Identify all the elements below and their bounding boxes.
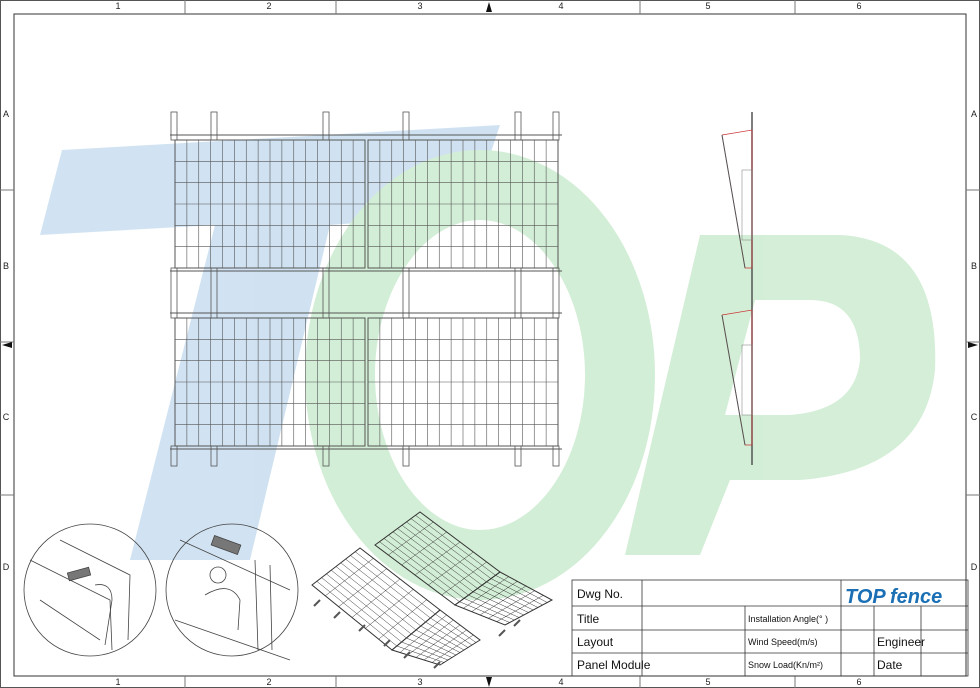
column-marker: 6	[856, 1, 861, 11]
center-mark-left-icon	[2, 342, 12, 348]
column-marker: 3	[417, 1, 422, 11]
wind-speed-label: Wind Speed(m/s)	[748, 637, 818, 647]
mounting-post	[170, 111, 178, 141]
mounting-post	[514, 445, 522, 467]
iso-panel	[374, 511, 501, 606]
column-marker: 2	[266, 677, 271, 687]
mounting-post	[552, 111, 560, 141]
layout-label: Layout	[577, 635, 614, 649]
center-mark-bottom-icon	[486, 677, 492, 687]
mounting-post	[322, 111, 330, 141]
mounting-post	[514, 111, 522, 141]
mounting-post	[322, 267, 330, 319]
row-marker: A	[3, 109, 9, 119]
topfence-logo: TOP fence	[845, 586, 942, 608]
row-marker: C	[971, 412, 978, 422]
watermark-logo	[40, 125, 936, 600]
engineer-label: Engineer	[877, 635, 925, 649]
row-marker: B	[3, 261, 9, 271]
front-view-array	[170, 111, 562, 467]
column-marker: 6	[856, 677, 861, 687]
detail-view-clamp-2	[165, 523, 299, 661]
column-marker: 5	[705, 1, 710, 11]
mounting-post	[402, 267, 410, 319]
panel-module-label: Panel Module	[577, 658, 651, 672]
iso-post	[403, 651, 411, 659]
iso-panel	[390, 609, 481, 666]
iso-panel	[311, 547, 441, 651]
date-label: Date	[877, 658, 903, 672]
iso-post	[513, 619, 521, 627]
mounting-post	[210, 111, 218, 141]
mounting-post	[170, 445, 178, 467]
mounting-post	[402, 445, 410, 467]
mounting-post	[552, 267, 560, 319]
row-marker: D	[3, 562, 10, 572]
side-view	[721, 112, 753, 465]
column-marker: 4	[558, 1, 563, 11]
iso-post	[433, 661, 441, 669]
installation-angle-label: Installation Angle(° )	[748, 614, 828, 624]
title-block	[571, 579, 969, 677]
iso-post	[313, 599, 321, 607]
isometric-view	[311, 511, 554, 669]
solar-panel	[174, 317, 366, 447]
iso-post	[358, 624, 366, 632]
mounting-post	[210, 267, 218, 319]
inner-border	[13, 13, 967, 677]
svg-text:TOP: TOP	[845, 586, 886, 608]
row-marker: C	[3, 412, 10, 422]
mounting-post	[402, 111, 410, 141]
iso-post	[333, 611, 341, 619]
column-marker: 1	[115, 1, 120, 11]
mounting-post	[210, 445, 218, 467]
dwg-no-label: Dwg No.	[577, 587, 623, 601]
center-mark-top-icon	[486, 2, 492, 12]
row-marker: A	[971, 109, 977, 119]
mounting-post	[552, 445, 560, 467]
mounting-post	[514, 267, 522, 319]
row-marker: B	[971, 261, 977, 271]
mounting-post	[322, 445, 330, 467]
iso-post	[383, 639, 391, 647]
solar-panel	[367, 139, 559, 269]
row-marker: D	[971, 562, 978, 572]
column-marker: 4	[558, 677, 563, 687]
solar-panel	[367, 317, 559, 447]
center-mark-right-icon	[968, 342, 978, 348]
column-marker: 1	[115, 677, 120, 687]
iso-panel	[453, 571, 554, 626]
column-marker: 5	[705, 677, 710, 687]
column-marker: 3	[417, 677, 422, 687]
snow-load-label: Snow Load(Kn/m²)	[748, 660, 823, 670]
solar-panel	[174, 139, 366, 269]
iso-post	[498, 629, 506, 637]
mounting-post	[170, 267, 178, 319]
column-marker: 2	[266, 1, 271, 11]
detail-view-clamp-1	[23, 523, 157, 657]
svg-text:fence: fence	[890, 586, 942, 608]
title-label: Title	[577, 612, 600, 626]
